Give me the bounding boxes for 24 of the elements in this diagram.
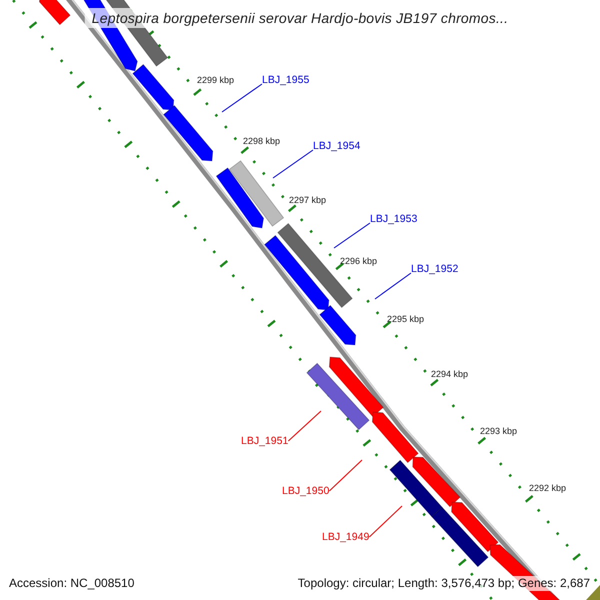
gene-label: LBJ_1954 bbox=[313, 140, 360, 152]
leader-line bbox=[288, 410, 322, 442]
summary-text: Topology: circular; Length: 3,576,473 bp; Genes: 2,687 bbox=[296, 576, 592, 591]
gene-label: LBJ_1951 bbox=[241, 435, 288, 447]
scale-label: 2296 kbp bbox=[340, 256, 378, 267]
scale-label: 2293 kbp bbox=[480, 426, 518, 437]
leader-line bbox=[368, 506, 402, 538]
accession-text: Accession: NC_008510 bbox=[7, 576, 136, 591]
gene-label: LBJ_1952 bbox=[411, 263, 458, 275]
gene-label: LBJ_1955 bbox=[262, 74, 310, 86]
leader-line bbox=[272, 150, 314, 178]
gene-label: LBJ_1950 bbox=[282, 485, 330, 497]
leader-line bbox=[222, 84, 262, 112]
scale-label: 2295 kbp bbox=[387, 314, 424, 325]
scale-label: 2297 kbp bbox=[289, 195, 326, 206]
scale-label: 2299 kbp bbox=[197, 75, 234, 86]
leader-line bbox=[334, 222, 370, 248]
scale-label: 2292 kbp bbox=[529, 483, 566, 494]
scale-label: 2298 kbp bbox=[243, 136, 280, 147]
gene-label: LBJ_1953 bbox=[370, 213, 418, 225]
scale-label: 2294 kbp bbox=[431, 369, 468, 380]
leader-line bbox=[328, 460, 362, 492]
leader-line bbox=[374, 272, 412, 300]
gene-label: LBJ_1949 bbox=[322, 531, 370, 543]
